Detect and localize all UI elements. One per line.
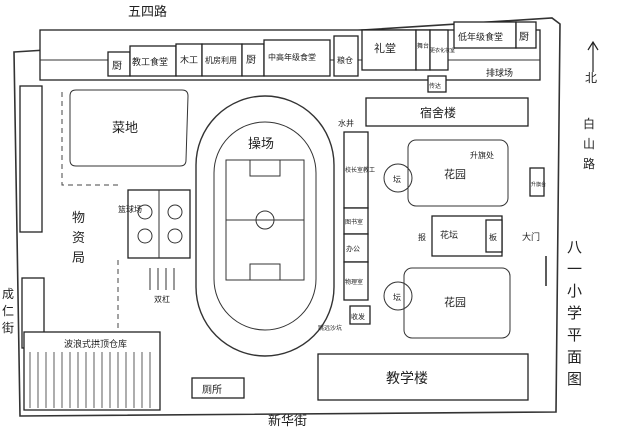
vegetable-field-label: 菜地 xyxy=(112,121,138,136)
medical-label: 办公 xyxy=(346,244,360,253)
svg-text:小: 小 xyxy=(567,282,582,300)
carpentry-label: 木工 xyxy=(180,54,198,66)
medical-room xyxy=(343,233,369,263)
circle-bed-south xyxy=(383,281,413,311)
svg-text:白: 白 xyxy=(583,116,595,131)
mid-high-canteen xyxy=(263,39,331,77)
changing-room xyxy=(429,29,449,71)
basketball-court-label: 篮球场 xyxy=(118,204,142,214)
notice-board xyxy=(485,219,503,253)
toilet xyxy=(191,377,245,399)
grain-pile-label: 水井 xyxy=(338,118,354,128)
west-dashed-path xyxy=(61,92,118,186)
flag-stand xyxy=(529,167,545,197)
parallel-bars xyxy=(149,268,175,290)
road-west: 成 仁 街 xyxy=(2,287,14,335)
svg-text:局: 局 xyxy=(72,251,85,266)
low-grade-canteen-label: 低年级食堂 xyxy=(458,31,503,43)
auditorium-label: 礼堂 xyxy=(374,41,396,55)
gate-label: 大门 xyxy=(522,231,540,243)
running-track-inner xyxy=(213,121,317,331)
garden-north xyxy=(407,139,509,207)
stage-room xyxy=(415,29,431,71)
kitchen-1-label: 厨 xyxy=(112,60,122,72)
compass: 北 xyxy=(585,40,599,85)
circle-1-label: 坛 xyxy=(393,174,401,184)
playground-label: 操场 xyxy=(248,136,274,152)
dormitory-label: 宿舍楼 xyxy=(420,105,456,120)
road-east: 白 山 路 xyxy=(583,116,595,171)
storage-label: 物理室 xyxy=(345,278,363,286)
teaching-building xyxy=(317,353,529,401)
small-room-label: 粮仓 xyxy=(337,55,353,65)
teaching-building-label: 教学楼 xyxy=(386,371,428,387)
svg-text:资: 资 xyxy=(72,231,85,246)
library-label: 图书室 xyxy=(345,218,363,226)
svg-text:一: 一 xyxy=(567,260,582,278)
school-office xyxy=(343,131,369,209)
svg-text:面: 面 xyxy=(567,348,582,366)
map-title: 八 一 小 学 平 面 图 xyxy=(567,238,582,388)
changing-label: 更衣化妆室 xyxy=(430,47,455,54)
handball-court-label: 排球场 xyxy=(486,67,513,79)
warehouse-stripes xyxy=(29,352,151,408)
road-north: 五四路 xyxy=(128,4,167,20)
svg-text:成: 成 xyxy=(2,287,14,301)
kitchen-3 xyxy=(515,21,537,49)
circle-2-label: 坛 xyxy=(393,292,401,302)
svg-text:路: 路 xyxy=(583,156,595,171)
garden-south-label: 花园 xyxy=(444,296,466,309)
warehouse-label: 波浪式拱顶仓库 xyxy=(64,338,127,350)
flag-raising-label: 升旗处 xyxy=(470,150,494,160)
materials-bureau: 物 资 局 xyxy=(72,211,85,266)
parallel-bars-label: 双杠 xyxy=(154,294,170,304)
library xyxy=(343,207,369,235)
road-south: 新华街 xyxy=(268,413,307,429)
svg-text:仁: 仁 xyxy=(2,304,14,318)
svg-text:图: 图 xyxy=(567,370,582,388)
board-1-label: 报 xyxy=(418,232,426,242)
garden-north-label: 花园 xyxy=(444,168,466,181)
plumbing-room xyxy=(201,43,243,77)
auditorium xyxy=(361,29,417,71)
svg-text:平: 平 xyxy=(567,326,582,344)
svg-text:学: 学 xyxy=(567,304,582,322)
svg-text:物: 物 xyxy=(72,211,85,226)
board-2-label: 板 xyxy=(489,232,497,242)
gate-small xyxy=(427,75,447,93)
compass-label: 北 xyxy=(585,71,597,85)
running-track-outer xyxy=(195,95,335,357)
small-room xyxy=(333,35,359,77)
staff-canteen-label: 教工食堂 xyxy=(132,56,168,68)
storage-room xyxy=(343,261,369,301)
jump-pit-label: 跳远沙坑 xyxy=(318,324,342,332)
duty-label: 收发 xyxy=(351,312,365,321)
circle-bed-north xyxy=(383,163,413,193)
flower-bed-label: 花坛 xyxy=(440,229,458,241)
flag-stand-label: 升旗台 xyxy=(531,181,546,188)
toilet-label: 厕所 xyxy=(202,384,222,396)
svg-text:八: 八 xyxy=(567,238,582,256)
west-wall-building xyxy=(19,85,43,233)
kitchen-2-label: 厨 xyxy=(246,54,256,66)
svg-text:山: 山 xyxy=(583,137,595,151)
garden-south xyxy=(403,267,511,339)
stage-label: 舞台 xyxy=(417,42,429,50)
duty-room xyxy=(349,305,371,325)
svg-text:街: 街 xyxy=(2,321,14,335)
plumbing-label: 机房利用 xyxy=(205,55,237,65)
vegetable-field xyxy=(69,89,189,167)
kitchen-3-label: 厨 xyxy=(519,31,529,43)
gate-small-label: 传达 xyxy=(429,82,441,90)
dormitory xyxy=(365,97,529,127)
mid-high-canteen-label: 中高年级食堂 xyxy=(268,52,316,62)
school-office-label: 校长室教工 xyxy=(345,166,375,174)
